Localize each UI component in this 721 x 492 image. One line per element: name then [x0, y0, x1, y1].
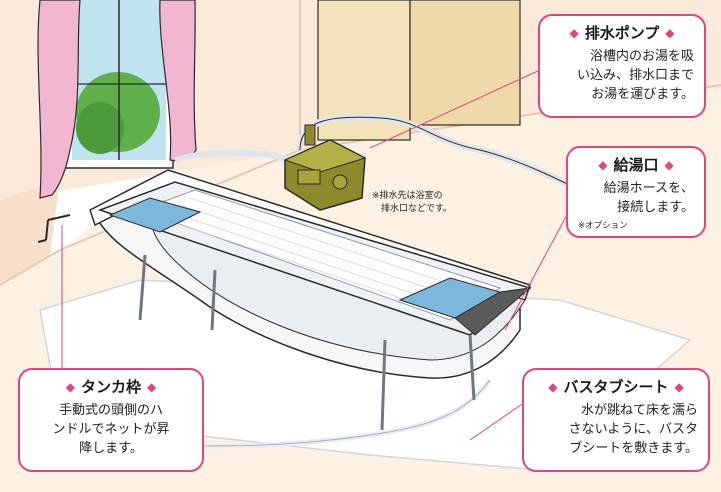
drain-pump-description: 浴槽内のお湯を吸 い込み、排水口まで お湯を運びます。: [576, 49, 694, 102]
drain-hose-outline: [299, 116, 601, 201]
bathtub-sheet-label: バスタブシート: [563, 378, 669, 396]
callout-bathtub-sheet: ◆ バスタブシート ◆ 水が跳ねて床を濡ら さないように、バスタ ブシートを敷き…: [522, 368, 710, 472]
supply-hose: [174, 149, 291, 163]
diamond-icon: ◆: [665, 25, 675, 40]
drain-destination-note: ※排水先は浴室の 排水口などです。: [372, 191, 452, 214]
callout-drain-pump-title: ◆ 排水ポンプ ◆: [550, 22, 694, 43]
diamond-icon: ◆: [674, 379, 684, 394]
callout-hot-water-inlet: ◆ 給湯口 ◆ 給湯ホースを、 接続します。 ※オプション: [566, 146, 706, 238]
hot-water-inlet-label: 給湯口: [613, 156, 659, 174]
wall-panel-right: [409, 0, 521, 126]
head-pad: [108, 197, 202, 233]
tanka-frame-description: 手動式の頭側のハ ンドルでネットが昇 降します。: [52, 403, 170, 456]
tanka-legs: [138, 254, 476, 431]
drain-pump-label: 排水ポンプ: [584, 24, 660, 42]
callout-drain-pump: ◆ 排水ポンプ ◆ 浴槽内のお湯を吸 い込み、排水口まで お湯を運びます。: [538, 14, 706, 118]
callout-hot-water-inlet-title: ◆ 給湯口 ◆: [578, 154, 694, 175]
left-wall: [0, 0, 60, 285]
drain-pump-icon: [283, 124, 367, 211]
diamond-icon: ◆: [147, 379, 157, 394]
window-tree-dark: [76, 102, 124, 154]
bathtub-sheet-description: 水が跳ねて床を濡ら さないように、バスタ ブシートを敷きます。: [568, 403, 698, 456]
hand-crank-icon: [37, 214, 71, 243]
diamond-icon: ◆: [65, 379, 75, 394]
leader-lines: [61, 69, 576, 441]
hot-water-inlet-description: 給湯ホースを、 接続します。: [603, 181, 694, 215]
option-note: ※オプション: [578, 221, 628, 231]
diamond-icon: ◆: [569, 25, 579, 40]
callout-tanka-frame: ◆ タンカ枠 ◆ 手動式の頭側のハ ンドルでネットが昇 降します。: [18, 368, 204, 472]
callout-tanka-frame-title: ◆ タンカ枠 ◆: [30, 376, 192, 397]
diamond-icon: ◆: [664, 157, 674, 172]
diamond-icon: ◆: [548, 379, 558, 394]
tanka-net: [138, 189, 502, 321]
curtain-left: [37, 0, 81, 199]
callout-bathtub-sheet-title: ◆ バスタブシート ◆: [534, 376, 698, 397]
tanka-frame-label: タンカ枠: [80, 378, 141, 396]
diamond-icon: ◆: [598, 157, 608, 172]
foot-bar: [454, 287, 532, 336]
